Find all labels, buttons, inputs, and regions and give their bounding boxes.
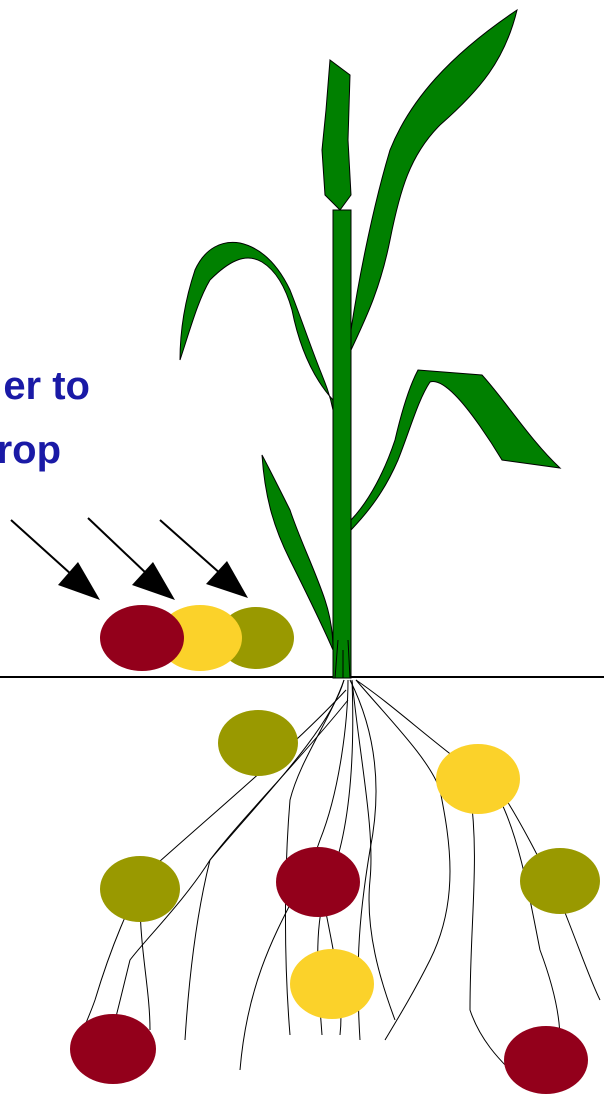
caption-line-2: rop (0, 430, 61, 470)
leaf-right-lower (351, 370, 560, 530)
corn-plant-icon (180, 10, 560, 678)
root (470, 790, 510, 1070)
granule-red (504, 1026, 588, 1094)
granule-red (100, 605, 184, 671)
granule-yellow (290, 949, 374, 1019)
subsurface-granules (70, 710, 600, 1094)
stalk (333, 210, 351, 678)
root (356, 680, 600, 1000)
granule-olive (520, 848, 600, 914)
leaf-upper-right (351, 10, 517, 350)
arrow-down-right-icon (160, 520, 248, 598)
leaf-left-droop (180, 242, 333, 410)
arrows (11, 518, 248, 600)
granule-olive (218, 710, 298, 776)
granule-yellow (436, 744, 520, 814)
leaf-top-spike (322, 60, 351, 210)
granule-red (70, 1014, 156, 1084)
granule-olive (100, 856, 180, 922)
root (500, 800, 560, 1040)
arrow-down-right-icon (88, 518, 175, 600)
surface-granules (100, 605, 294, 671)
caption-line-1: er to (3, 366, 90, 406)
arrow-down-right-icon (11, 520, 100, 600)
granule-red (276, 847, 360, 917)
